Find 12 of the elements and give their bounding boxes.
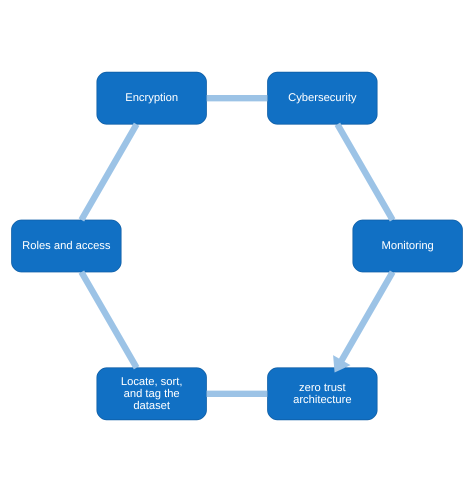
node-box: Roles and access	[11, 219, 122, 272]
node-box: zero trust architecture	[267, 366, 378, 420]
node-box: Encryption	[96, 71, 207, 124]
connector	[206, 94, 268, 101]
node-box: Cybersecurity	[267, 71, 378, 124]
arrow	[333, 270, 396, 372]
node-box: Locate, sort, and tag the dataset	[96, 366, 207, 420]
connector	[206, 390, 268, 396]
node-box: Monitoring	[352, 219, 463, 272]
connector	[78, 270, 140, 369]
connector	[334, 122, 396, 222]
connector	[78, 122, 140, 222]
